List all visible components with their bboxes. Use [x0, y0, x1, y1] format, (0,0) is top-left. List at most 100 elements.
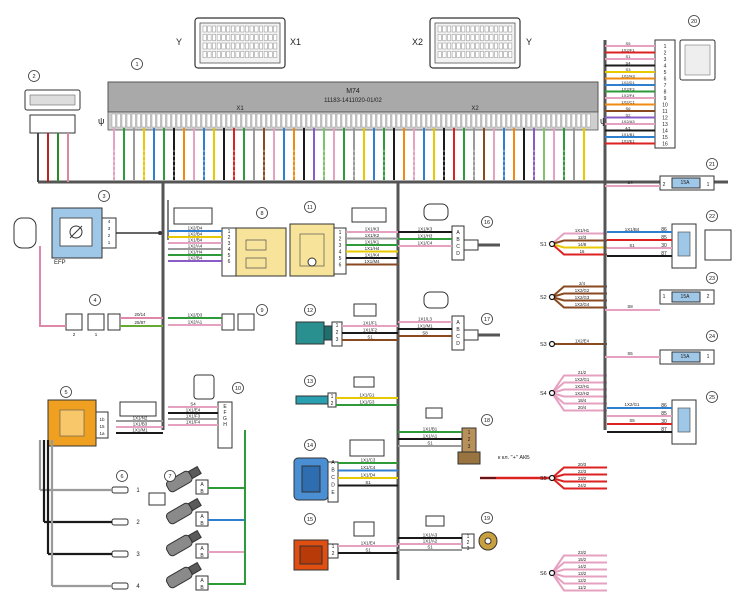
connector-pin	[273, 25, 278, 33]
ecu-pin	[546, 113, 551, 128]
splice-s6-wire	[551, 572, 607, 578]
connector-pin	[461, 34, 466, 41]
connector-18-wire-code: 1X1/B1	[423, 427, 438, 432]
connector-8-pin: 1	[228, 229, 231, 235]
ecu-pin	[301, 113, 306, 128]
connector-pin	[451, 51, 456, 58]
connector-pin	[263, 42, 268, 50]
connector-22-pin: 87	[661, 251, 667, 257]
ecu-pin	[456, 113, 461, 128]
connector-8-pin: 6	[228, 259, 231, 265]
connector-pin	[230, 25, 235, 33]
connector-22-pin: 85	[661, 235, 667, 241]
splice-s5-wire	[551, 466, 607, 479]
connector-pin	[442, 25, 447, 33]
splice-s4-wire-code: 1X2/G1	[575, 377, 590, 382]
connector-pin	[207, 34, 212, 41]
connector-pin	[498, 25, 503, 33]
splice-s6-wire-code: 23/2	[578, 550, 587, 555]
connector-22-wire-code: S1	[629, 243, 635, 248]
connector-8-wire-code: 1X2/B4	[188, 256, 203, 261]
component-5-ignition-module	[47, 399, 157, 447]
connector-pin	[466, 51, 470, 58]
connector-8-wire-code: 1X1/B4	[188, 238, 203, 243]
connector-9-wire-code: 1X2/D3	[188, 313, 203, 318]
ecu-pin	[496, 113, 501, 128]
connector-pin	[249, 25, 254, 33]
connector-pin	[442, 34, 447, 41]
connector-pin	[245, 51, 249, 58]
splice-dot	[548, 569, 556, 577]
ecu-pin	[246, 113, 251, 128]
callout-number: 21	[709, 162, 715, 168]
ecu-pin	[341, 113, 346, 128]
connector-pin	[268, 51, 273, 58]
connector-14-wire-code: 1X1/C3	[361, 458, 376, 463]
splice-s4-wire	[551, 388, 607, 394]
ecu-pin	[211, 113, 216, 128]
connector-25-wire-code: S5	[629, 418, 635, 423]
connector-8-pin: 5	[228, 253, 231, 259]
connector-pin	[245, 42, 249, 50]
connector-8-pin: 3	[228, 241, 231, 247]
connector-14-wire-code: 1X1/C4	[361, 465, 376, 470]
spark-plug-number: 1	[136, 488, 140, 494]
injector-tip	[187, 529, 202, 544]
connector-20-wires: S51X2/F1S1S4S31X2/H31X2/D11X2/F31X2/F41X…	[605, 41, 655, 145]
connector-pin	[484, 42, 489, 50]
callout-number: 10	[235, 386, 241, 392]
x2-y-mark: Y	[526, 37, 532, 47]
splice-s2-wire-code: 1X2/G3	[575, 295, 590, 300]
splice-dot	[548, 474, 556, 482]
connector-19-wire-code: 1X1/A2	[423, 539, 438, 544]
injector-tip	[187, 561, 202, 576]
splice-label: S6	[540, 571, 547, 577]
component-23-fuse	[659, 289, 715, 305]
callout-circle	[60, 386, 72, 398]
ecu-pin	[426, 113, 431, 128]
splice-s5-wire	[551, 477, 607, 483]
connector-20-pin-number: 3	[664, 57, 667, 63]
x2-label: X2	[412, 37, 423, 47]
connector-5-wire-code: 1X1/B3	[133, 422, 148, 427]
ecu-pin	[296, 113, 301, 128]
connector-pin	[498, 42, 503, 50]
callout-circle	[706, 391, 718, 403]
connector-pin	[207, 51, 212, 58]
callout-number: 7	[168, 474, 171, 480]
connector-pin	[226, 42, 231, 50]
connector-pin	[273, 34, 278, 41]
connector-pin	[498, 51, 503, 58]
callout-circle	[131, 58, 143, 70]
ecu-pin-row	[111, 113, 591, 128]
connector-16-wire-code: 1X1/C4	[418, 241, 433, 246]
harness-wires	[38, 182, 672, 592]
connector-pin	[494, 34, 498, 41]
splice-label: S5	[540, 476, 547, 482]
callout-number: 14	[307, 443, 313, 449]
ecu-pin	[461, 113, 466, 128]
splice-s6-wire	[551, 568, 607, 574]
ecu-pin	[511, 113, 516, 128]
splice-s6-wire-code: 15/2	[578, 557, 587, 562]
connector-pin	[249, 34, 254, 41]
ecu-pin	[321, 113, 326, 128]
connector-21-pin: 1	[707, 182, 710, 188]
splice-dot	[548, 340, 556, 348]
splice-s2-wire-code: 1X2/G2	[575, 288, 590, 293]
connector-5-wire-code: 1X1/N2	[133, 416, 148, 421]
connector-14-pin: B	[331, 468, 335, 474]
connector-pin	[273, 51, 278, 58]
connector-pin	[268, 25, 273, 33]
callout-circle	[688, 15, 700, 27]
connector-pin	[456, 51, 461, 58]
connector-pin	[226, 34, 231, 41]
connector-pin	[207, 25, 212, 33]
ecu-pin	[491, 113, 496, 128]
connector-pin	[475, 42, 480, 50]
ecu-pin	[286, 113, 291, 128]
connector-pin	[245, 25, 249, 33]
ecu-pin	[201, 113, 206, 128]
connector-11-wire-code: 1X1/K4	[365, 253, 380, 258]
connector-pin	[263, 51, 268, 58]
